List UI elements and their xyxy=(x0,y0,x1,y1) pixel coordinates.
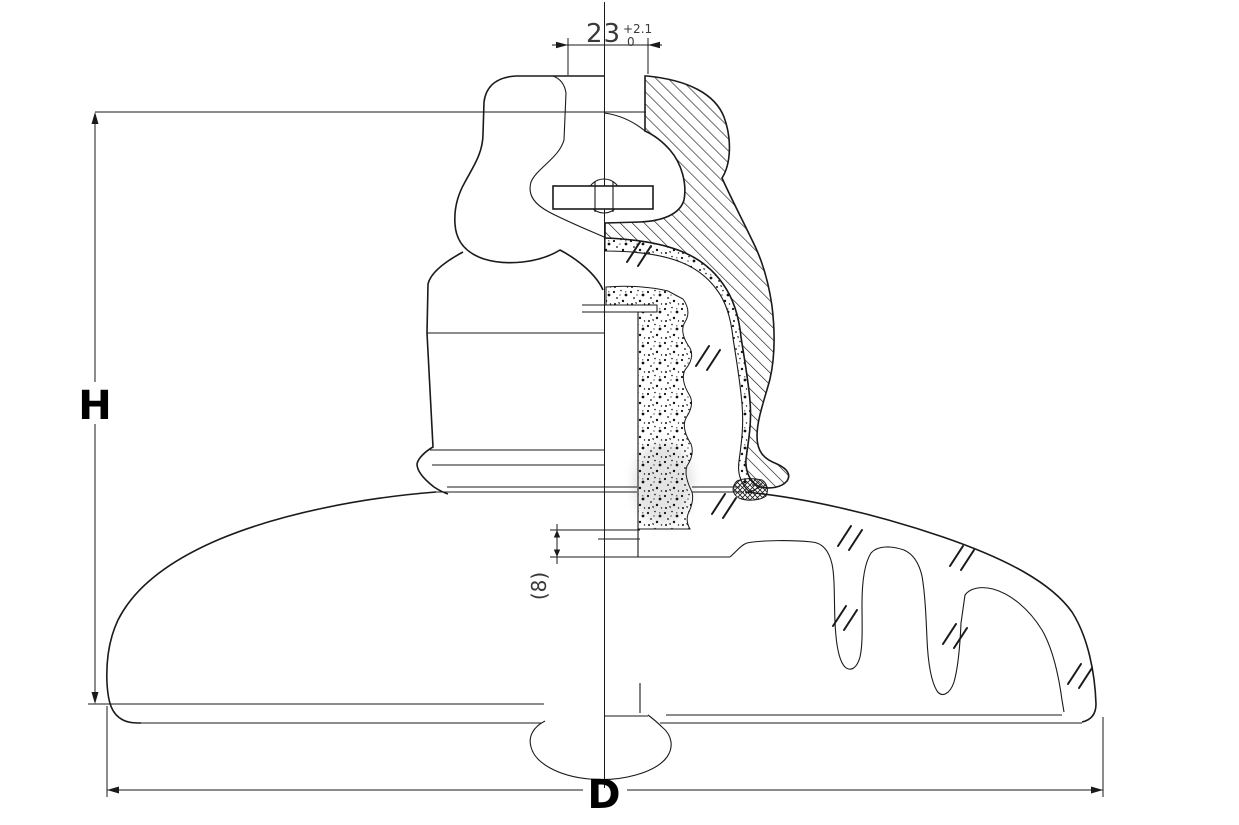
cotter-key-rect xyxy=(552,185,654,210)
rib-gap-label: (8) xyxy=(527,572,551,600)
shell-dome-outline xyxy=(106,491,437,724)
socket-dim-value: 23 xyxy=(586,19,621,49)
sand-ring xyxy=(732,478,768,501)
diameter-label: D xyxy=(587,772,620,818)
socket-dim-tolerance-upper: +2.1 xyxy=(623,22,652,36)
glass-material-marks xyxy=(626,241,1093,689)
pin-ball-neck-lines xyxy=(605,683,648,717)
skirt-section-top xyxy=(744,491,1097,723)
pin-flange-lines xyxy=(550,304,657,557)
height-label: H xyxy=(78,383,111,429)
rib-gap-dimension-line xyxy=(553,524,561,564)
height-dimension-line xyxy=(78,111,646,704)
cap-cavity-edge xyxy=(603,112,646,132)
skirt-rim-lines xyxy=(88,703,1082,724)
diameter-dimension-line xyxy=(106,706,1104,797)
head-ridge-lines xyxy=(427,332,604,466)
insulator-head-outline xyxy=(416,251,464,495)
cap-mouth-inner-edge xyxy=(529,75,605,238)
pin-ball xyxy=(529,714,672,781)
socket-dim-tolerance-lower: 0 xyxy=(627,35,635,49)
pin-shank-lines xyxy=(594,182,614,212)
socket-dimension-line xyxy=(552,38,662,75)
pin-cement-column xyxy=(605,285,694,530)
skirt-rib-profile xyxy=(729,540,1065,713)
cap-section xyxy=(604,75,790,489)
cap-outline xyxy=(454,75,604,291)
shoulder-lines xyxy=(436,486,744,493)
